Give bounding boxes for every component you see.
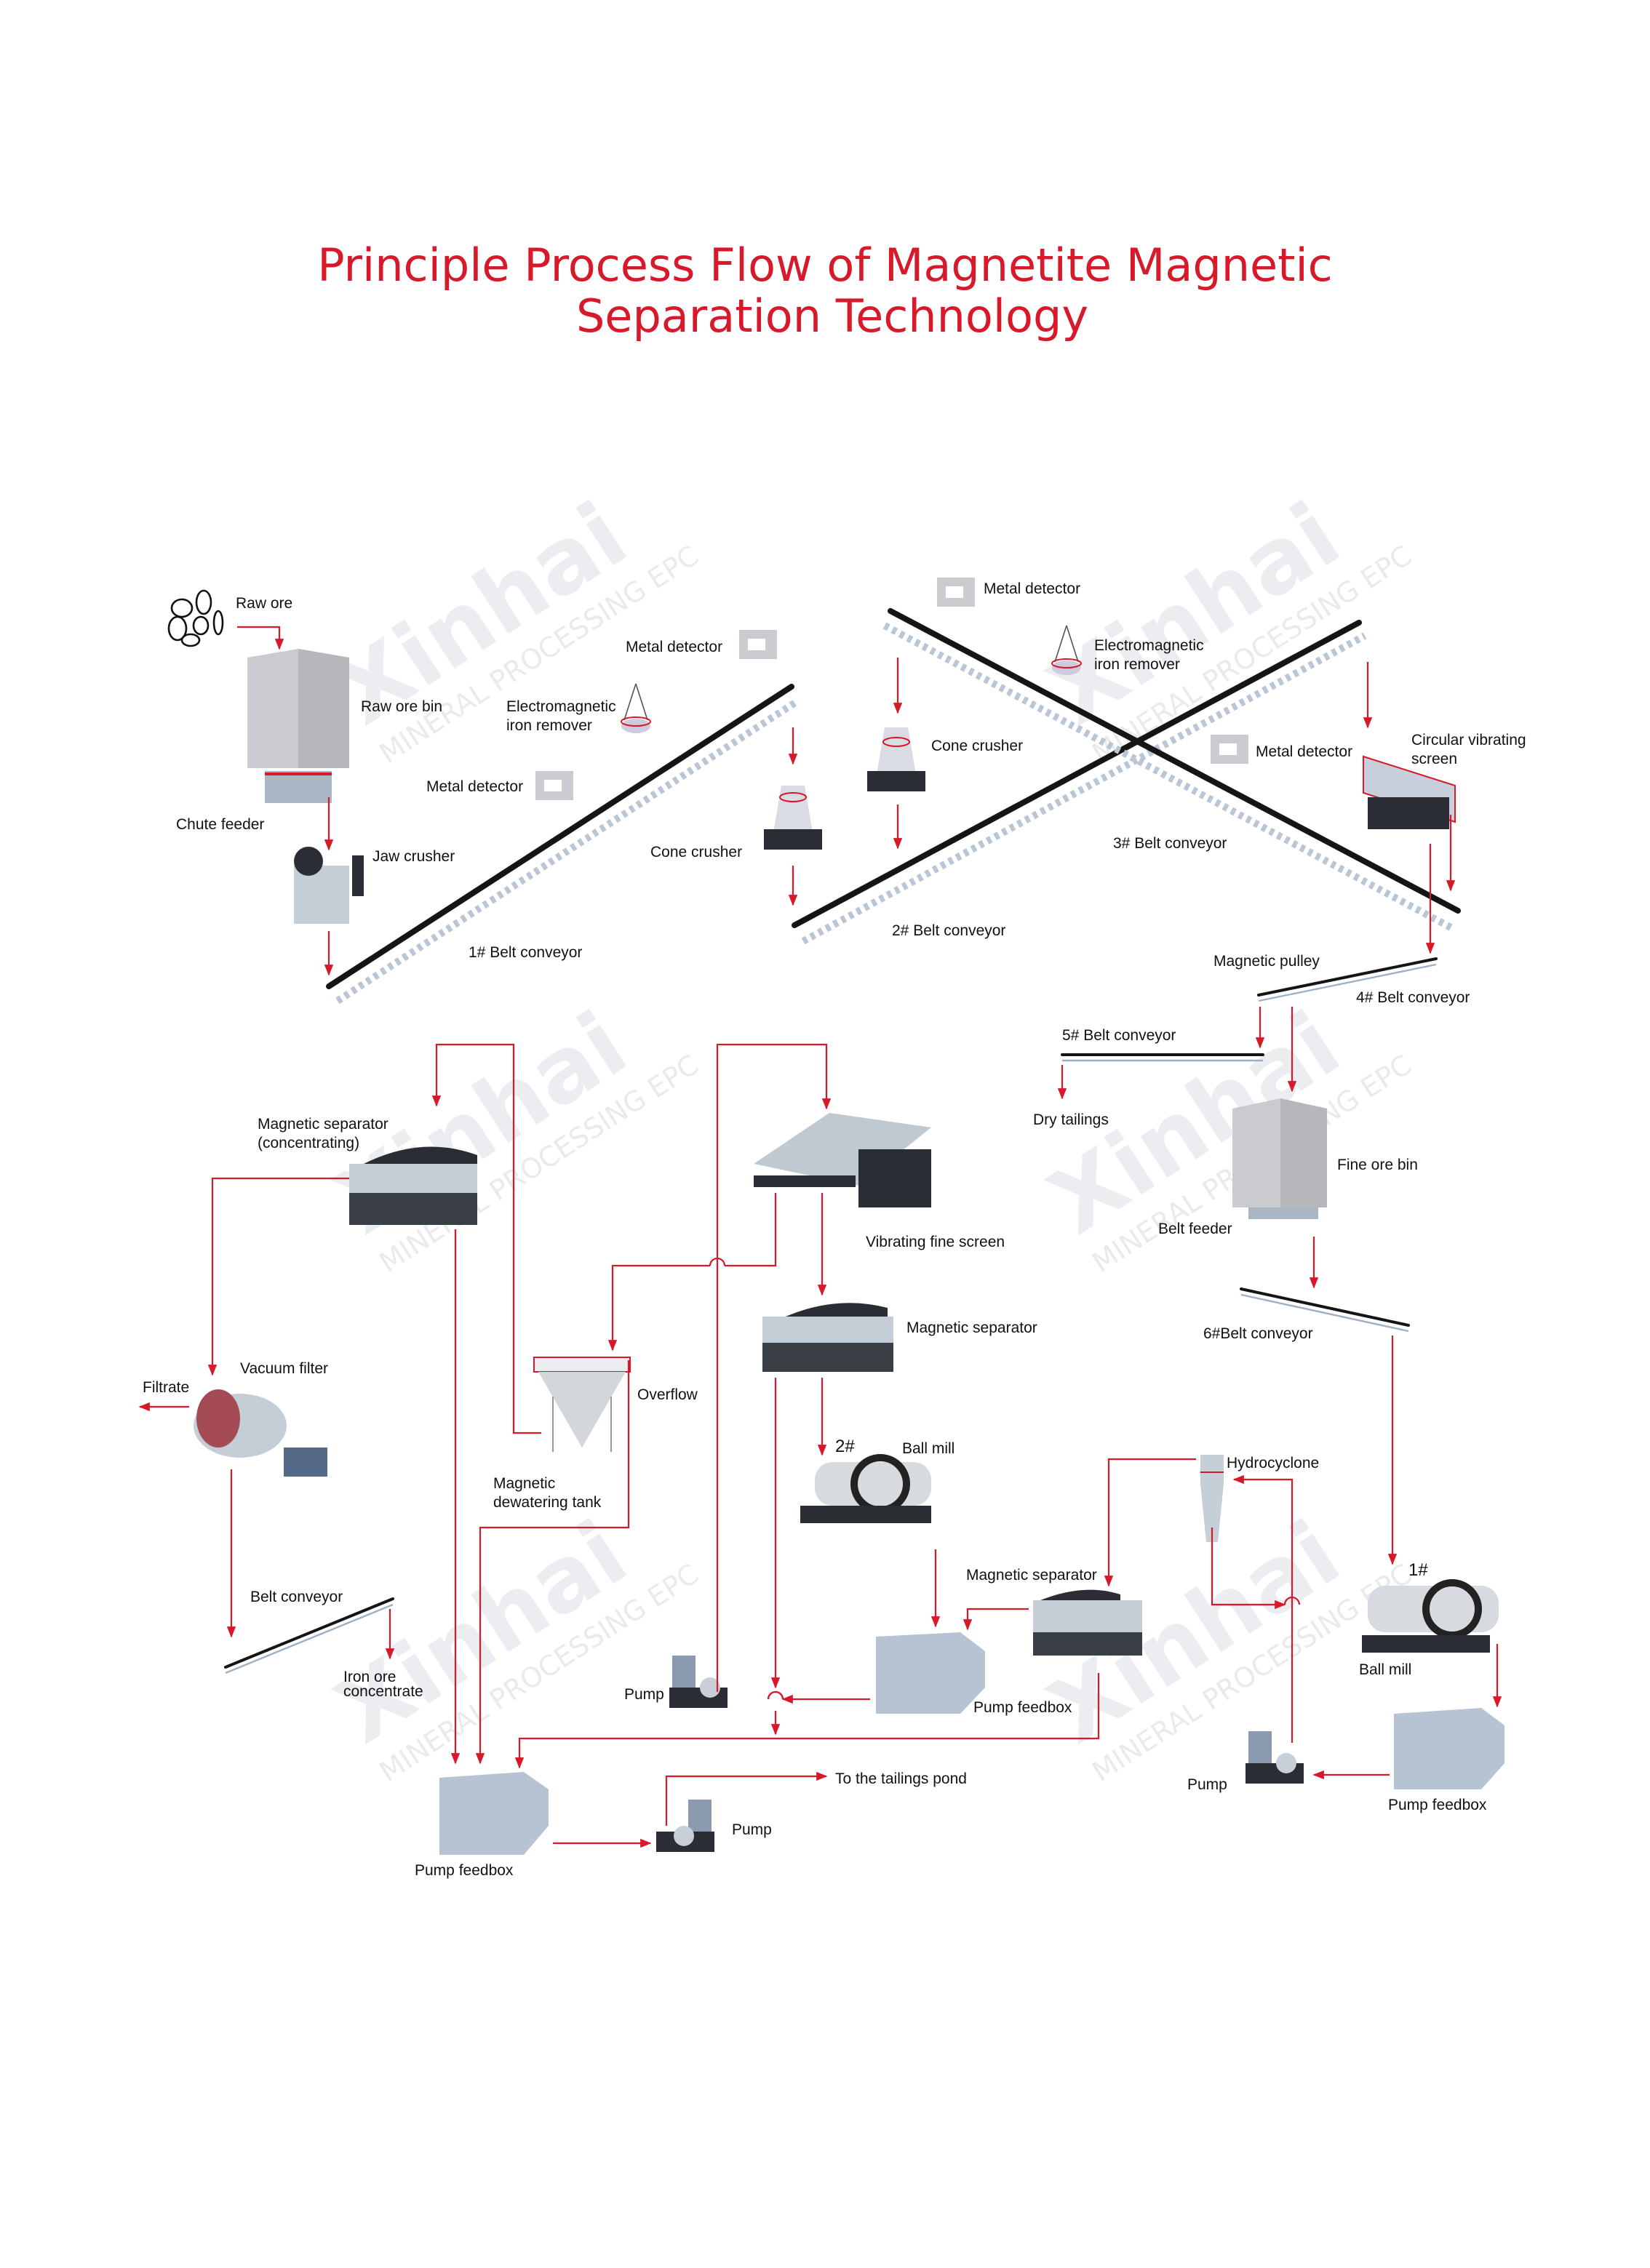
- magnetic-separator-concentrating: [349, 1146, 477, 1225]
- label-magnetic-separator: Magnetic separator: [906, 1319, 1037, 1336]
- label-em-iron-remover: Electromagnetic: [506, 698, 616, 715]
- label-ball-mill-2-number: 2#: [835, 1437, 855, 1456]
- pump-feedbox-3: [439, 1772, 549, 1855]
- label-metal-detector: Metal detector: [984, 580, 1080, 597]
- metal-detector-icon: [535, 771, 573, 800]
- raw-ore-bin: [247, 649, 349, 768]
- cone-crusher: [867, 727, 925, 791]
- magnetic-separator: [762, 1303, 893, 1372]
- electromagnetic-iron-remover-icon: [1051, 625, 1082, 675]
- page-title-line1: Principle Process Flow of Magnetite Magn…: [317, 239, 1333, 292]
- belt-conveyor-2: [792, 620, 1367, 945]
- label-belt-conveyor-1: 1# Belt conveyor: [469, 944, 582, 961]
- conveyors: [224, 608, 1461, 1674]
- fine-ore-bin: [1232, 1098, 1327, 1219]
- label-magnetic-separator-concentrating: (concentrating): [258, 1135, 359, 1151]
- label-circular-vibrating-screen: screen: [1411, 751, 1457, 767]
- pump-1: [669, 1656, 728, 1708]
- label-em-iron-remover: iron remover: [506, 717, 592, 734]
- label-filtrate: Filtrate: [143, 1379, 189, 1396]
- label-pump-feedbox: Pump feedbox: [973, 1699, 1072, 1716]
- label-magnetic-pulley: Magnetic pulley: [1213, 953, 1320, 970]
- label-magnetic-separator: Magnetic separator: [966, 1567, 1097, 1584]
- cone-crusher: [764, 786, 822, 850]
- label-belt-conveyor-5: 5# Belt conveyor: [1062, 1027, 1176, 1044]
- label-belt-conveyor: Belt conveyor: [250, 1589, 343, 1605]
- vibrating-fine-screen: [754, 1113, 931, 1207]
- metal-detector-icon: [1211, 735, 1248, 764]
- belt-conveyor-4: [1257, 957, 1438, 1002]
- belt-conveyor-1: [326, 684, 800, 1005]
- label-cone-crusher: Cone crusher: [650, 844, 742, 861]
- label-raw-ore: Raw ore: [236, 595, 292, 612]
- belt-conveyor-6: [1240, 1287, 1410, 1333]
- label-belt-feeder: Belt feeder: [1158, 1221, 1232, 1237]
- label-cone-crusher: Cone crusher: [931, 738, 1023, 754]
- metal-detector-icon: [937, 578, 975, 607]
- labels: Raw ore Raw ore bin Chute feeder Jaw cru…: [143, 580, 1526, 1879]
- pump-feedbox-2: [1394, 1708, 1504, 1789]
- label-metal-detector: Metal detector: [426, 778, 523, 795]
- label-tailings-pond: To the tailings pond: [835, 1770, 967, 1787]
- belt-conveyor-5: [1061, 1053, 1264, 1062]
- label-dewatering-tank: Magnetic: [493, 1475, 555, 1492]
- equipment: [167, 578, 1504, 1855]
- label-chute-feeder: Chute feeder: [176, 816, 264, 833]
- magnetic-separator-3: [1033, 1589, 1142, 1656]
- belt-conveyor-3: [882, 608, 1461, 932]
- label-belt-conveyor-6: 6#Belt conveyor: [1203, 1325, 1313, 1342]
- ball-mill-2: [800, 1454, 931, 1523]
- label-pump: Pump: [1187, 1776, 1227, 1793]
- label-pump-feedbox: Pump feedbox: [415, 1862, 514, 1879]
- label-iron-ore-concentrate: concentrate: [343, 1683, 423, 1700]
- label-vacuum-filter: Vacuum filter: [240, 1360, 328, 1377]
- metal-detector-icon: [739, 630, 777, 659]
- electromagnetic-iron-remover-icon: [621, 683, 651, 733]
- label-metal-detector: Metal detector: [1256, 743, 1352, 760]
- label-pump: Pump: [624, 1686, 664, 1703]
- label-dry-tailings: Dry tailings: [1033, 1111, 1109, 1128]
- label-belt-conveyor-3: 3# Belt conveyor: [1113, 835, 1227, 852]
- pump-3: [656, 1800, 714, 1852]
- label-belt-conveyor-2: 2# Belt conveyor: [892, 922, 1005, 939]
- flow-arrows: [138, 626, 1502, 1848]
- hydrocyclone: [1200, 1455, 1224, 1542]
- label-ball-mill-2: Ball mill: [902, 1440, 954, 1457]
- ball-mill-1: [1362, 1579, 1499, 1653]
- label-hydrocyclone: Hydrocyclone: [1227, 1455, 1319, 1472]
- label-fine-ore-bin: Fine ore bin: [1337, 1157, 1418, 1173]
- label-belt-conveyor-4: 4# Belt conveyor: [1356, 989, 1470, 1006]
- pump-feedbox-1: [876, 1632, 985, 1714]
- label-dewatering-tank: dewatering tank: [493, 1494, 602, 1511]
- label-magnetic-separator-concentrating: Magnetic separator: [258, 1116, 388, 1133]
- page-title-line2: Separation Technology: [576, 290, 1088, 343]
- label-ball-mill-1: Ball mill: [1359, 1661, 1411, 1678]
- label-overflow: Overflow: [637, 1386, 698, 1403]
- label-ball-mill-1-number: 1#: [1408, 1560, 1428, 1580]
- circular-vibrating-screen: [1363, 755, 1456, 829]
- label-em-iron-remover: iron remover: [1094, 656, 1180, 673]
- belt-conveyor-left: [224, 1597, 394, 1674]
- label-raw-ore-bin: Raw ore bin: [361, 698, 442, 715]
- label-circular-vibrating-screen: Circular vibrating: [1411, 732, 1526, 748]
- label-pump: Pump: [732, 1821, 772, 1838]
- label-iron-ore-concentrate: Iron ore: [343, 1669, 396, 1685]
- raw-ore-icon: [167, 589, 224, 647]
- jaw-crusher: [294, 847, 364, 924]
- label-em-iron-remover: Electromagnetic: [1094, 637, 1204, 654]
- chute-feeder: [265, 771, 332, 803]
- label-metal-detector: Metal detector: [626, 639, 722, 655]
- label-vibrating-fine-screen: Vibrating fine screen: [866, 1234, 1005, 1250]
- vacuum-filter: [194, 1389, 327, 1477]
- magnetic-dewatering-tank: [533, 1357, 631, 1452]
- label-pump-feedbox: Pump feedbox: [1388, 1797, 1487, 1813]
- pump-2: [1246, 1731, 1304, 1784]
- label-jaw-crusher: Jaw crusher: [372, 848, 455, 865]
